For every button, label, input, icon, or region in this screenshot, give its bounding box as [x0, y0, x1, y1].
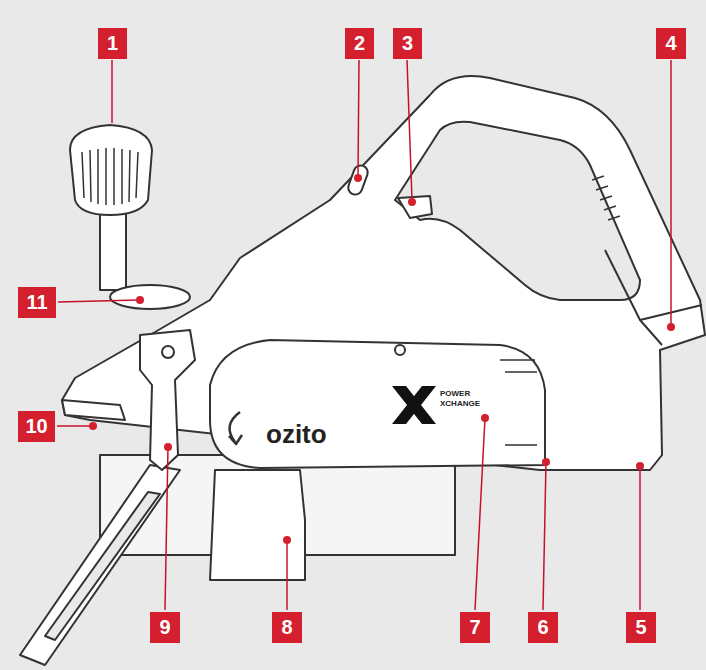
knob-ribs — [82, 148, 138, 205]
knob-stem — [100, 205, 126, 290]
callout-number-box: 2 — [345, 28, 374, 59]
cover-ribs — [500, 360, 537, 445]
callout-number: 7 — [469, 616, 480, 639]
leader-dot — [481, 414, 489, 422]
leader-dot — [636, 462, 644, 470]
battery — [605, 250, 662, 345]
leader-dot — [408, 198, 416, 206]
callout-number: 2 — [354, 32, 365, 55]
callout-number-box: 7 — [460, 612, 490, 643]
callout-number-box: 8 — [272, 612, 302, 643]
brand-tagline: POWER — [440, 389, 470, 399]
side-cover — [210, 340, 545, 468]
callout-number-box: 4 — [656, 28, 686, 59]
leader-line — [670, 60, 672, 325]
fence-slot — [45, 492, 160, 640]
callout-number: 9 — [159, 616, 170, 639]
callout-number: 8 — [281, 616, 292, 639]
fence-arm — [140, 330, 195, 470]
callout-number: 5 — [635, 616, 646, 639]
brand-mark — [392, 386, 436, 424]
screw — [395, 345, 405, 355]
knob — [70, 125, 152, 215]
trigger — [398, 196, 432, 218]
callout-number-box: 10 — [18, 411, 55, 442]
leader-line — [57, 425, 91, 427]
leader-line — [286, 540, 288, 610]
callout-number-box: 5 — [626, 612, 656, 643]
callout-number-box: 1 — [98, 28, 127, 59]
callout-number: 3 — [402, 32, 413, 55]
leader-dot — [283, 536, 291, 544]
leader-line — [543, 462, 546, 610]
arm-hole — [162, 346, 174, 358]
brand-tagline-box: POWER — [440, 389, 470, 399]
leader-line — [358, 60, 359, 176]
leader-line — [111, 60, 113, 123]
leader-dot — [354, 174, 362, 182]
callout-number-box: 3 — [393, 28, 422, 59]
handle-opening — [395, 122, 640, 300]
callout-number: 11 — [26, 291, 47, 314]
rotation-arrow — [229, 412, 242, 444]
leader-line — [58, 300, 138, 302]
guide-plate — [210, 470, 305, 580]
leader-dot — [542, 458, 550, 466]
leader-dot — [89, 422, 97, 430]
leader-dot — [136, 296, 144, 304]
brand-tagline-box: XCHANGE — [440, 399, 480, 409]
depth-dial — [110, 285, 190, 309]
leader-line — [407, 60, 412, 200]
brand-tagline: XCHANGE — [440, 399, 480, 409]
callout-number: 1 — [107, 32, 118, 55]
leader-line — [475, 418, 485, 610]
callout-number: 6 — [537, 616, 548, 639]
planer-body — [62, 76, 705, 470]
fence-bar — [20, 465, 180, 665]
leader-line — [639, 466, 641, 610]
brand-name-box: ozito — [266, 418, 327, 450]
callout-number-box: 6 — [528, 612, 558, 643]
callout-number: 4 — [665, 32, 676, 55]
grip-texture — [592, 176, 620, 220]
callout-number-box: 9 — [150, 612, 180, 643]
leader-dot — [164, 443, 172, 451]
callout-number-box: 11 — [18, 287, 56, 318]
leader-line — [165, 447, 168, 610]
leader-dot — [667, 323, 675, 331]
front-shoe — [62, 400, 125, 420]
brand-name: ozito — [266, 419, 327, 450]
callout-number: 10 — [25, 415, 47, 438]
